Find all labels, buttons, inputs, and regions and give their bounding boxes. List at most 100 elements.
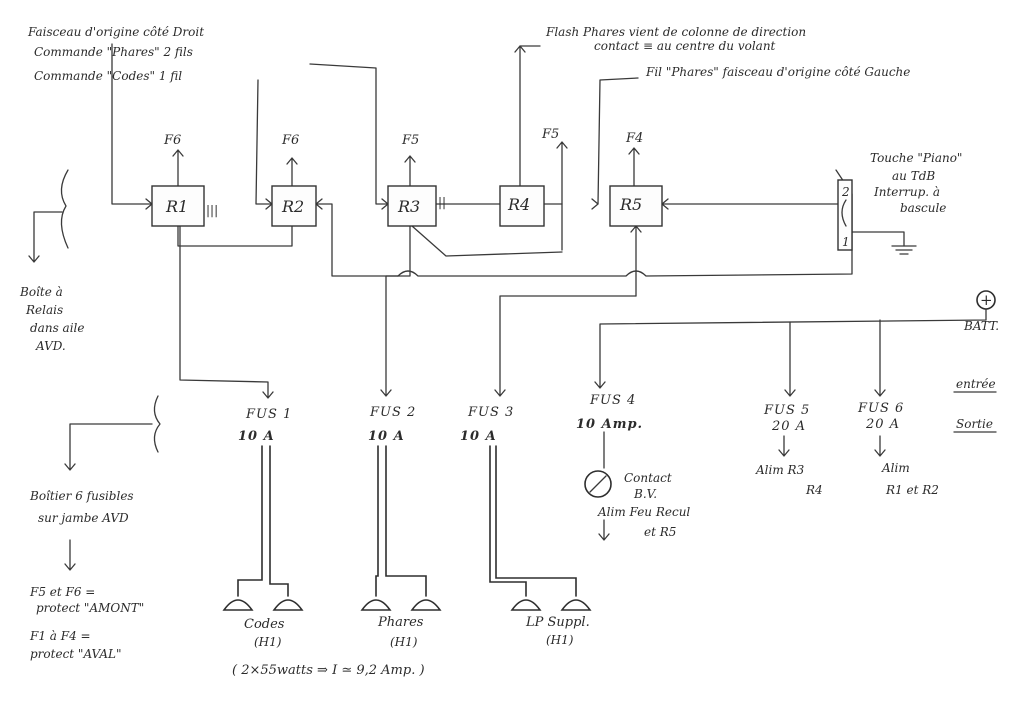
- note-boite-2: Relais: [25, 303, 63, 317]
- ground-mark-r1: |||: [206, 203, 218, 217]
- wire-fus1-lamp-b: [269, 445, 289, 597]
- lamp-phares-name: Phares: [377, 615, 424, 630]
- arrow-alim-feu-recul: [598, 519, 610, 541]
- switch-label-1: Touche "Piano": [870, 151, 962, 165]
- relay-r2-box: [271, 185, 317, 227]
- codes-lamp-right-icon: [272, 599, 304, 611]
- feed-arrow-r3: [404, 155, 416, 187]
- wire-codes-to-r2: [255, 79, 273, 205]
- alim-feu-2: et R5: [644, 525, 676, 539]
- note-f1f4-2: protect "AVAL": [30, 647, 122, 661]
- arrow-protect: [64, 539, 76, 571]
- relays: R1 R2 R3 R4 R5 ||| || F6 F6 F5 F5 F4: [151, 127, 663, 227]
- alim-feu-1: Alim Feu Recul: [597, 505, 690, 519]
- legend-entree: entrée: [956, 377, 996, 391]
- note-boitier-1: Boîtier 6 fusibles: [29, 489, 134, 503]
- wire-batt-to-fus6: [874, 319, 886, 397]
- contact-label-1: Contact: [624, 471, 672, 485]
- fuses: FUS 1 10 A FUS 2 10 A FUS 3 10 A FUS 4 1…: [238, 393, 904, 444]
- wire-flash-to-r4: [514, 45, 541, 205]
- feed-label-r2: F6: [281, 133, 299, 148]
- wire-r5-to-fus3: [494, 295, 637, 397]
- contact-label-2: B.V.: [633, 487, 657, 501]
- switch-label-3: Interrup. à: [873, 185, 940, 199]
- fuse6-name: FUS 6: [857, 401, 904, 416]
- wire-fus1-lamp-a: [237, 445, 263, 597]
- wire-phares-gauche-to-r5: [597, 77, 639, 205]
- fuse5-name: FUS 5: [763, 403, 810, 418]
- lamp-codes-sub: (H1): [254, 635, 282, 649]
- note-boite-1: Boîte à: [19, 285, 63, 299]
- feed-arrow-r5: [628, 147, 640, 187]
- relay-r4-box: [499, 185, 545, 227]
- brace-boitier-fusibles: [153, 395, 161, 453]
- wire-switch-to-r5: [661, 198, 839, 210]
- battery-symbol: +: [980, 291, 993, 309]
- switch-label-2: au TdB: [892, 169, 935, 183]
- wire-to-r5-bottom: [630, 225, 642, 297]
- arrow-into-r5: [591, 198, 599, 210]
- ground-symbol: [891, 245, 917, 255]
- arrow-fus6-alim: [874, 435, 886, 457]
- feed-label-r4: F5: [541, 127, 559, 142]
- fuse6-alim-1: Alim: [881, 461, 910, 475]
- wire-fus2-lamp-b: [385, 445, 427, 597]
- left-notes: Boîte à Relais dans aile AVD. Boîtier 6 …: [19, 285, 144, 661]
- wire-batt-to-fus4: [594, 299, 987, 389]
- wire-fus2-lamp-a: [375, 445, 379, 597]
- relay-r1-box: [151, 185, 205, 227]
- brace-boite-relais: [60, 169, 69, 249]
- lamp-codes-name: Codes: [244, 617, 285, 632]
- phares-lamp-left-icon: [360, 599, 392, 611]
- fuse2-name: FUS 2: [369, 405, 416, 420]
- header-left-line1: Faisceau d'origine côté Droit: [27, 25, 204, 39]
- legend-underlines: [953, 391, 997, 433]
- wire-r1-to-fus1: [179, 225, 274, 399]
- battery-plus-icon: [976, 290, 996, 310]
- wires: [28, 43, 997, 597]
- phares-lamp-right-icon: [410, 599, 442, 611]
- lp-lamp-left-icon: [510, 599, 542, 611]
- header-notes: Faisceau d'origine côté Droit Commande "…: [27, 25, 910, 83]
- switch-body: [837, 179, 853, 251]
- switch-pos-bottom: 1: [842, 235, 850, 249]
- fuse5-alim-1: Alim R3: [755, 463, 805, 477]
- lamps: Codes (H1) Phares (H1) LP Suppl. (H1) ( …: [222, 599, 592, 678]
- relay-r4-label: R4: [507, 195, 530, 214]
- lamp-phares-sub: (H1): [390, 635, 418, 649]
- fuse3-rating: 10 A: [460, 429, 497, 444]
- fuse5-rating: 20 A: [771, 419, 806, 434]
- header-left-line2: Commande "Phares" 2 fils: [34, 45, 193, 59]
- feed-arrow-r1: [172, 149, 184, 187]
- feed-label-r5: F4: [625, 131, 643, 146]
- fuse5-alim-2: R4: [805, 483, 823, 497]
- wire-fus3-lamp-b: [495, 445, 577, 597]
- note-f5f6-1: F5 et F6 =: [29, 585, 95, 599]
- switch-label-4: bascule: [900, 201, 946, 215]
- note-boitier-2: sur jambe AVD: [38, 511, 129, 525]
- arrow-boite-relais: [28, 211, 63, 263]
- lamp-lp-name: LP Suppl.: [525, 615, 590, 630]
- note-f5f6-2: protect "AMONT": [36, 601, 144, 615]
- lp-lamp-right-icon: [560, 599, 592, 611]
- fuse1-rating: 10 A: [238, 429, 275, 444]
- fuse4-name: FUS 4: [589, 393, 636, 408]
- arrow-boitier-fusibles: [64, 423, 153, 471]
- fuse6-alim-2: R1 et R2: [885, 483, 939, 497]
- relay-r1-label: R1: [165, 197, 188, 216]
- fuse3-name: FUS 3: [467, 405, 514, 420]
- wire-r2-return: [315, 203, 399, 277]
- ground-mark-r3: ||: [438, 195, 446, 209]
- battery: + BATT. entrée Sortie: [956, 290, 999, 431]
- battery-label: BATT.: [963, 319, 999, 333]
- wire-phares-to-r3: [309, 63, 389, 205]
- note-boite-4: AVD.: [35, 339, 66, 353]
- wire-droit-to-r1: [111, 43, 153, 205]
- power-note: ( 2×55watts ⇒ I ≃ 9,2 Amp. ): [232, 663, 425, 678]
- legend-sortie: Sortie: [956, 417, 993, 431]
- header-flash-line2: contact ≡ au centre du volant: [594, 39, 776, 53]
- wire-switch-ground: [851, 231, 905, 247]
- arrow-fus5-alim: [778, 435, 790, 457]
